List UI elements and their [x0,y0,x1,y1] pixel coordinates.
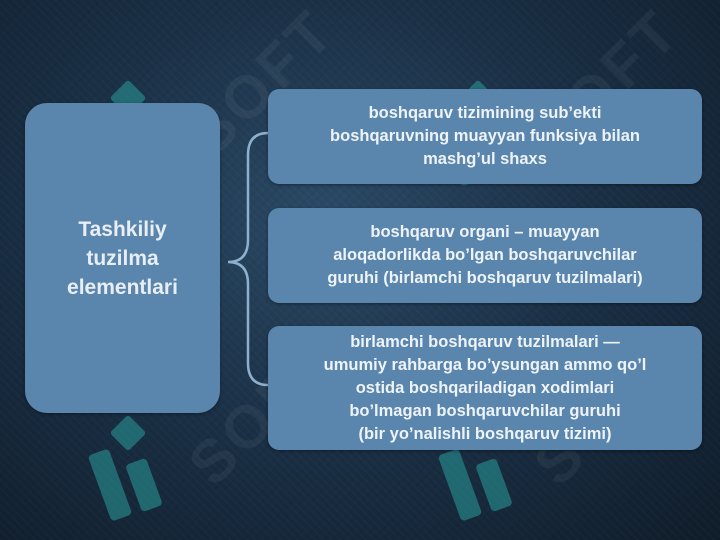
element-node-2: boshqaruv organi – muayyan aloqadorlikda… [268,208,702,303]
element-text-1: boshqaruv tizimining sub’ekti boshqaruvn… [330,104,640,168]
element-node-3: birlamchi boshqaruv tuzilmalari — umumiy… [268,326,702,450]
root-label: Tashkiliy tuzilma elementlari [67,217,178,299]
element-node-1: boshqaruv tizimining sub’ekti boshqaruvn… [268,89,702,184]
element-text-2: boshqaruv organi – muayyan aloqadorlikda… [327,223,643,287]
element-text-3: birlamchi boshqaruv tuzilmalari — umumiy… [323,332,647,443]
root-node: Tashkiliy tuzilma elementlari [25,103,220,413]
